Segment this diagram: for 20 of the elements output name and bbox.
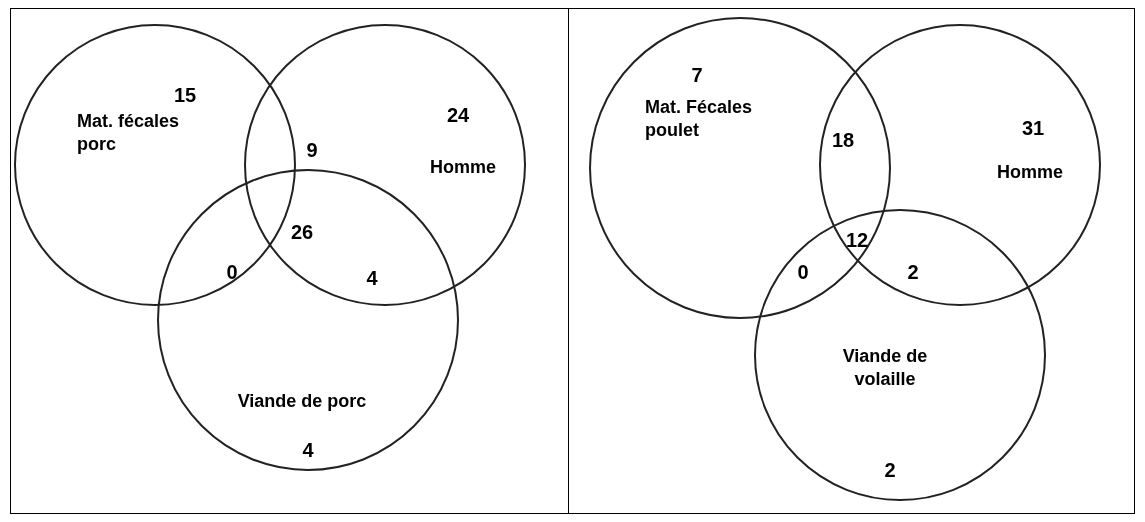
count-label: 9 [306,138,318,162]
count-label: 24 [446,103,470,127]
count-label: 4 [366,266,378,290]
set-label: Homme [429,156,497,179]
set-label: Viande de porc [236,390,368,413]
count-label: 2 [907,260,919,284]
count-label: 15 [173,83,197,107]
count-label: 2 [884,458,896,482]
set-label: Viande de volaille [841,345,929,391]
count-label: 26 [290,220,314,244]
count-label: 4 [302,438,314,462]
count-label: 7 [691,63,703,87]
set-label: Mat. fécales porc [77,110,181,156]
count-label: 12 [845,228,869,252]
count-label: 31 [1021,116,1045,140]
count-label: 0 [797,260,809,284]
set-label: Mat. Fécales poulet [645,96,754,142]
count-label: 18 [831,128,855,152]
set-label: Homme [996,161,1064,184]
count-label: 0 [226,260,238,284]
